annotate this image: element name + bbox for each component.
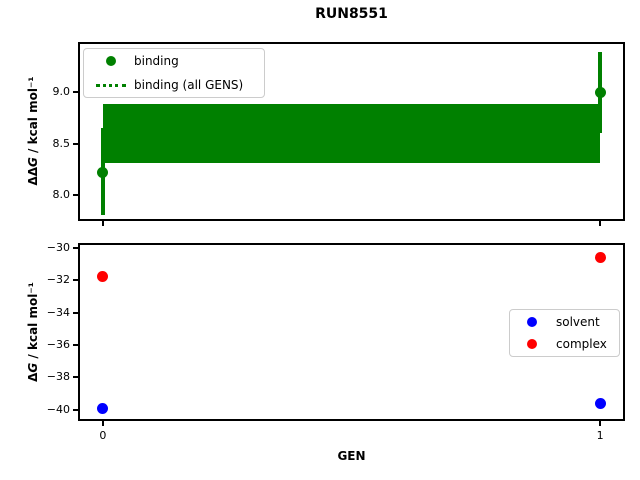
- y-tick-label: −34: [46, 305, 70, 319]
- y-tick-label: −32: [46, 273, 70, 287]
- binding-data-point: [594, 86, 606, 98]
- x-tick: [599, 421, 602, 426]
- y-tick-label: 8.0: [52, 188, 71, 202]
- complex-data-point: [594, 252, 606, 264]
- binding-marker-icon: [106, 56, 116, 66]
- x-axis-label-gen: GEN: [337, 449, 366, 463]
- y-tick: [73, 246, 78, 249]
- y-tick: [73, 279, 78, 282]
- all-gens-error-band: [102, 103, 601, 164]
- complex-marker-icon: [527, 339, 537, 349]
- axes-binding-ddg: [78, 42, 625, 221]
- complex-data-point: [97, 271, 109, 283]
- y-tick: [73, 376, 78, 379]
- legend-glyph: [520, 317, 544, 327]
- solvent-data-point: [594, 397, 606, 409]
- y-axis-label-dg: ΔG / kcal mol⁻¹: [26, 282, 40, 382]
- binding-all-gens-dotted-line-icon: [96, 83, 126, 87]
- binding-data-point: [97, 167, 109, 179]
- y-tick-label: −30: [46, 240, 70, 254]
- axes-dg-solvent-complex: [78, 243, 625, 421]
- legend-item-binding-all-gens: binding (all GENS): [96, 73, 264, 97]
- x-tick: [599, 221, 602, 226]
- x-tick: [101, 421, 104, 426]
- y-tick: [73, 91, 78, 94]
- y-tick-label: −40: [46, 402, 70, 416]
- x-tick: [101, 221, 104, 226]
- legend-item-solvent: solvent: [520, 311, 619, 333]
- legend-binding: binding binding (all GENS): [83, 48, 265, 98]
- legend-label: solvent: [556, 315, 600, 329]
- figure-title: RUN8551: [315, 6, 388, 22]
- legend-glyph: [96, 56, 126, 66]
- legend-label: complex: [556, 337, 607, 351]
- legend-glyph: [96, 83, 126, 87]
- y-tick-label: −38: [46, 370, 70, 384]
- y-tick-label: 9.0: [52, 85, 71, 99]
- x-tick-label: 0: [99, 429, 107, 442]
- legend-item-binding: binding: [96, 49, 264, 73]
- y-tick: [73, 194, 78, 197]
- solvent-marker-icon: [527, 317, 537, 327]
- y-tick: [73, 343, 78, 346]
- y-tick: [73, 142, 78, 145]
- y-tick: [73, 408, 78, 411]
- legend-label: binding (all GENS): [134, 78, 244, 92]
- legend-label: binding: [134, 54, 179, 68]
- y-tick: [73, 311, 78, 314]
- legend-dg: solvent complex: [509, 309, 620, 357]
- solvent-data-point: [97, 403, 109, 415]
- legend-glyph: [520, 339, 544, 349]
- y-tick-label: −36: [46, 337, 70, 351]
- y-tick-label: 8.5: [52, 136, 71, 150]
- x-tick-label: 1: [596, 429, 604, 442]
- legend-item-complex: complex: [520, 333, 619, 355]
